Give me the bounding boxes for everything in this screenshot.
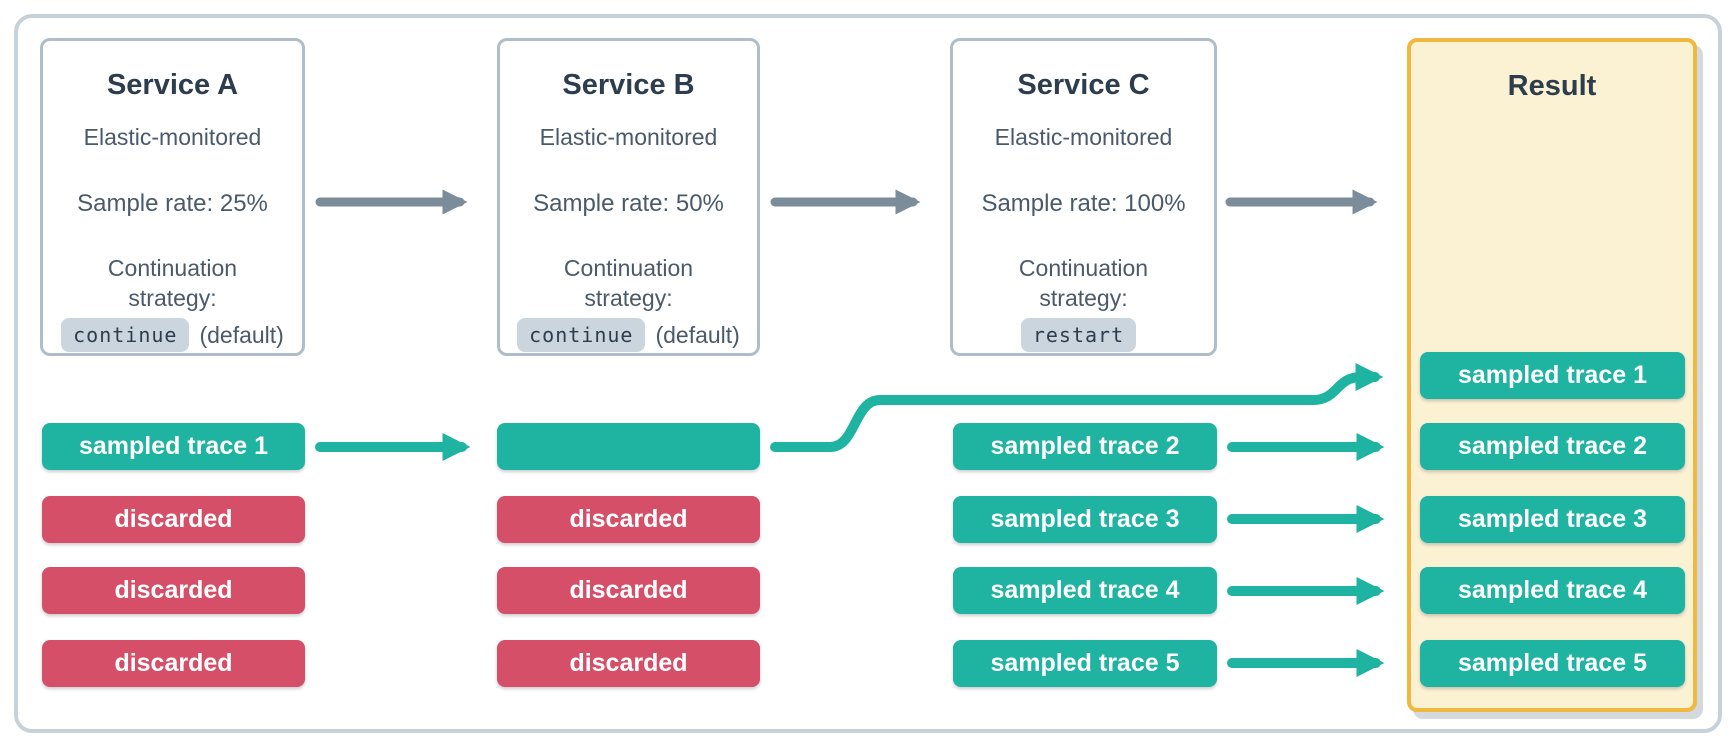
service-b-trace-chip-unlabeled [497, 423, 760, 470]
service-c-trace-chip: sampled trace 2 [953, 423, 1217, 470]
service-b-title: Service B [562, 69, 695, 101]
service-b-strategy-row: continue (default) [517, 317, 740, 353]
service-b-box: Service B Elastic-monitored Sample rate:… [497, 38, 760, 356]
service-b-discarded-chip: discarded [497, 640, 760, 687]
service-a-strategy-row: continue (default) [61, 317, 284, 353]
service-a-discarded-chip: discarded [42, 640, 305, 687]
service-b-sample-rate: Sample rate: 50% [533, 190, 724, 217]
service-c-trace-chip: sampled trace 5 [953, 640, 1217, 687]
diagram-frame [14, 14, 1722, 733]
result-trace-chip: sampled trace 5 [1420, 640, 1685, 687]
service-a-title: Service A [106, 69, 239, 101]
service-c-title: Service C [1017, 69, 1150, 101]
service-a-strategy-value-chip: continue [61, 318, 190, 352]
result-trace-chip: sampled trace 4 [1420, 567, 1685, 614]
service-c-box: Service C Elastic-monitored Sample rate:… [950, 38, 1217, 356]
service-b-discarded-chip: discarded [497, 567, 760, 614]
service-a-discarded-chip: discarded [42, 567, 305, 614]
result-trace-chip: sampled trace 2 [1420, 423, 1685, 470]
service-a-discarded-chip: discarded [42, 496, 305, 543]
service-a-box: Service A Elastic-monitored Sample rate:… [40, 38, 305, 356]
result-trace-chip: sampled trace 1 [1420, 352, 1685, 399]
service-b-strategy-suffix: (default) [655, 321, 740, 348]
service-a-subtitle: Elastic-monitored [83, 124, 262, 150]
service-b-strategy-value-chip: continue [517, 318, 646, 352]
service-c-strategy-value-chip: restart [1020, 318, 1137, 352]
result-trace-chip: sampled trace 3 [1420, 496, 1685, 543]
service-a-sample-rate: Sample rate: 25% [77, 190, 268, 217]
service-c-strategy-row: restart [1020, 317, 1146, 353]
service-b-subtitle: Elastic-monitored [539, 124, 718, 150]
service-c-trace-chip: sampled trace 4 [953, 567, 1217, 614]
service-a-strategy-label: Continuation strategy: [107, 255, 238, 311]
service-b-strategy-label: Continuation strategy: [563, 255, 694, 311]
service-c-sample-rate: Sample rate: 100% [981, 190, 1186, 217]
result-title: Result [1507, 70, 1597, 102]
service-b-discarded-chip: discarded [497, 496, 760, 543]
service-c-subtitle: Elastic-monitored [994, 124, 1173, 150]
service-c-trace-chip: sampled trace 3 [953, 496, 1217, 543]
service-a-strategy-suffix: (default) [199, 321, 284, 348]
service-c-strategy-label: Continuation strategy: [1018, 255, 1149, 311]
service-a-trace-chip: sampled trace 1 [42, 423, 305, 470]
